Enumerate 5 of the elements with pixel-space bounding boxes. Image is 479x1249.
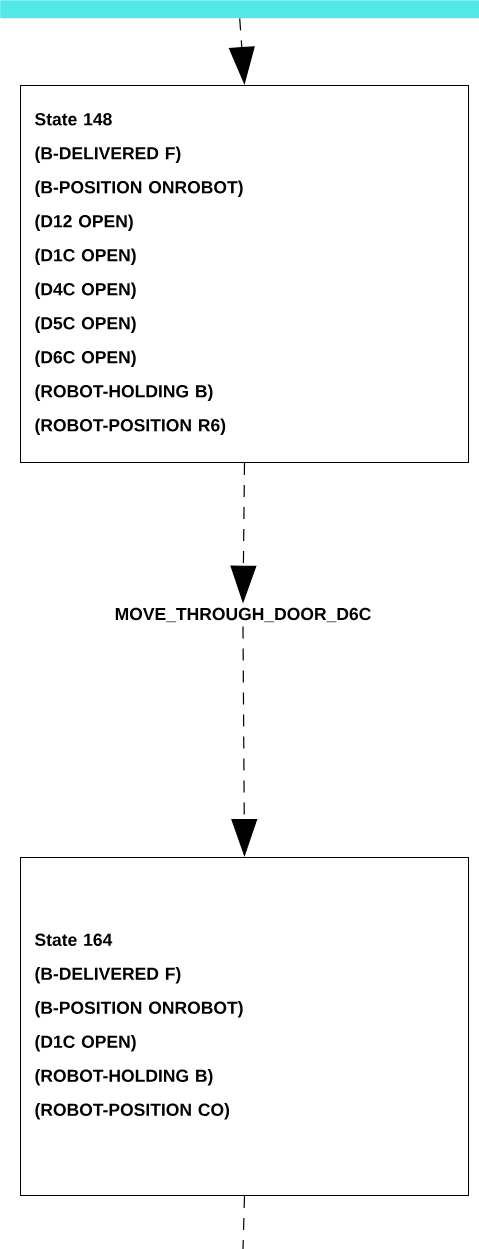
connector-line [242,1195,246,1249]
state-box: State 148 (B-DELIVERED F) (B-POSITION ONROBOT) (D12 OPEN) (D1C OPEN) (D4C OPEN) (D5C OPEN) (D6C OPEN) (ROBOT-HOLDING B) (ROBOT-POSITION R6) [20,85,469,463]
band [0,0,479,19]
state-box: State 164 (B-DELIVERED F) (B-POSITION ONROBOT) (D1C OPEN) (ROBOT-HOLDING B) (ROBOT-POSITION CO) [20,857,469,1196]
action-label: MOVE_THROUGH_DOOR_D6C [115,607,371,623]
